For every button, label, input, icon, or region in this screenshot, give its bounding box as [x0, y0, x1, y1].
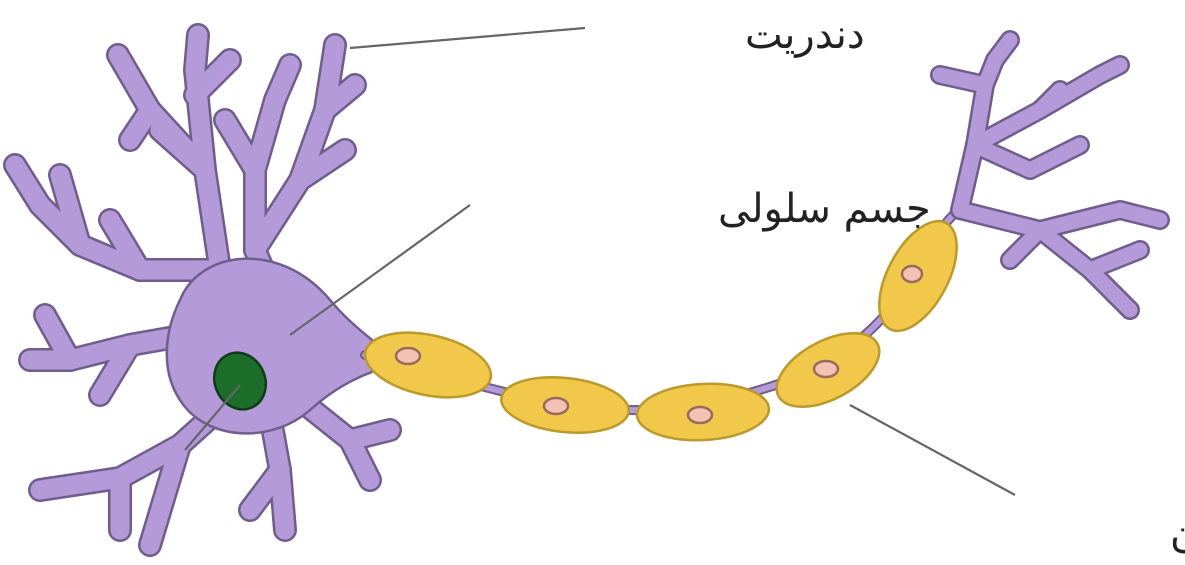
cell-body-label: جسم سلولی: [718, 186, 931, 232]
dendrite-label: دندریت: [745, 12, 865, 58]
cell-body-pointer: [290, 205, 470, 335]
schwann-cell-nucleus: [688, 407, 712, 423]
schwann-cell-nucleus: [544, 398, 568, 414]
axon-pointer: [850, 405, 1015, 495]
schwann-cell-nucleus: [814, 361, 838, 377]
axon-label: آکسون: [1170, 509, 1185, 557]
myelin-segment: [636, 381, 771, 444]
cell-body: [167, 259, 372, 434]
axon-terminals: [940, 40, 1160, 310]
dendrite-pointer: [350, 28, 585, 48]
myelin-segment: [359, 322, 497, 407]
schwann-cell-nucleus: [396, 348, 420, 364]
schwann-cell-nucleus: [902, 266, 922, 282]
myelin-segment: [499, 371, 632, 438]
